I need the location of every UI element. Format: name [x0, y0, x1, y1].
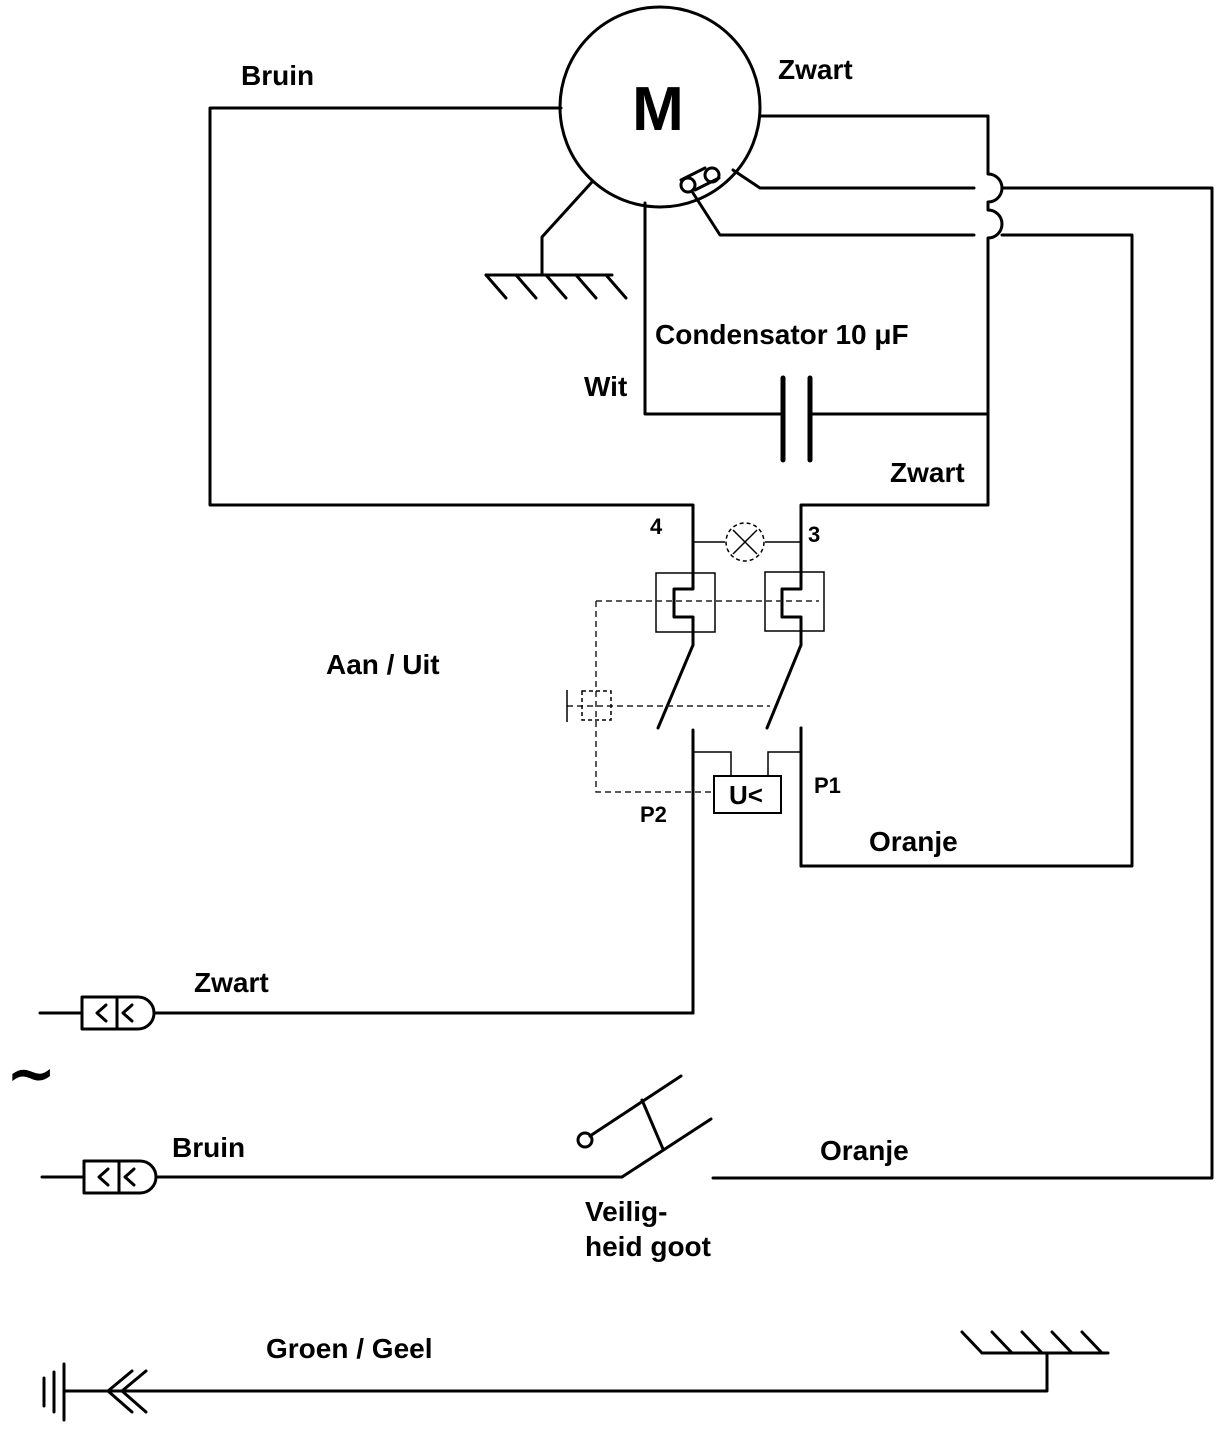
safety-switch — [576, 1074, 713, 1179]
earth-connector — [106, 1369, 148, 1414]
motor: M — [558, 5, 762, 209]
label-safety-line2: heid goot — [585, 1231, 711, 1262]
label-groen-geel: Groen / Geel — [266, 1333, 433, 1364]
chassis-ground-hatch — [484, 273, 628, 300]
label-zwart-capacitor: Zwart — [890, 457, 965, 488]
contact-right — [780, 573, 803, 647]
safety-switch-blade — [620, 1117, 713, 1179]
label-terminal-4: 4 — [650, 514, 663, 539]
thermal-protector-link — [679, 166, 707, 182]
plug-bottom-body — [82, 1159, 158, 1195]
label-p1: P1 — [814, 773, 841, 798]
plug-bottom-contacts — [97, 1167, 136, 1187]
contact-box-left — [655, 572, 716, 633]
safety-switch-link — [640, 1098, 665, 1151]
plug-bottom — [40, 1159, 624, 1195]
safety-switch-pivot — [576, 1131, 594, 1149]
capacitor — [780, 375, 813, 463]
label-bruin-motor: Bruin — [241, 60, 314, 91]
label-zwart-plug: Zwart — [194, 967, 269, 998]
motor-chassis-ground — [484, 180, 628, 300]
wire-oranje-safety — [711, 168, 1214, 1180]
protective-earth — [42, 1330, 1110, 1422]
indicator-lamp-cross — [732, 529, 758, 555]
motor-label: M — [632, 75, 684, 144]
label-capacitor: Condensator 10 μF — [655, 319, 909, 350]
label-aan-uit: Aan / Uit — [326, 649, 440, 680]
plug-top-body — [80, 995, 156, 1031]
frame-ground-hatch — [960, 1330, 1104, 1355]
wire-zwart-motor — [758, 114, 1004, 577]
label-p2: P2 — [640, 802, 667, 827]
indicator-lamp — [725, 522, 765, 562]
label-safety-line1: Veilig- — [585, 1196, 667, 1227]
linkage-left — [595, 601, 716, 793]
label-zwart-motor: Zwart — [778, 54, 853, 85]
wire-wit — [643, 201, 782, 416]
wire-bruin-motor — [208, 106, 695, 577]
label-ac-supply: ~ — [6, 1039, 56, 1109]
label-terminal-3: 3 — [808, 522, 820, 547]
undervoltage-label: U< — [729, 780, 763, 810]
wire-groen-geel — [62, 1351, 1049, 1393]
label-wit: Wit — [584, 371, 627, 402]
actuator-box — [581, 690, 612, 721]
undervoltage-release — [713, 775, 782, 814]
label-oranje-safety: Oranje — [820, 1135, 909, 1166]
main-switch: U< — [566, 522, 825, 1015]
contact-left — [672, 573, 695, 647]
switch-blade-left — [656, 643, 695, 730]
thermal-protector-link-lower — [693, 176, 721, 192]
wire-oranje-switch — [691, 191, 1134, 868]
motor-ground-wire — [540, 180, 594, 277]
contact-box-right — [764, 571, 825, 632]
safety-switch-actuator — [588, 1074, 683, 1138]
plug-top — [38, 995, 695, 1031]
label-oranje-switch: Oranje — [869, 826, 958, 857]
undervoltage-coil-wires — [693, 751, 801, 777]
plug-top-contacts — [95, 1003, 134, 1023]
switch-blade-right — [765, 643, 803, 730]
earth-symbol — [42, 1362, 66, 1422]
label-bruin-plug: Bruin — [172, 1132, 245, 1163]
